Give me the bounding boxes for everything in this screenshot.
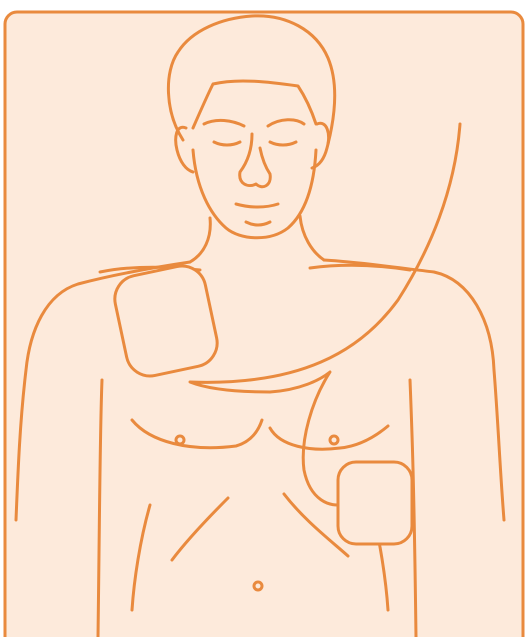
upper-electrode-pad <box>110 262 221 381</box>
card-background <box>5 12 523 637</box>
lower-electrode-pad <box>338 462 412 544</box>
